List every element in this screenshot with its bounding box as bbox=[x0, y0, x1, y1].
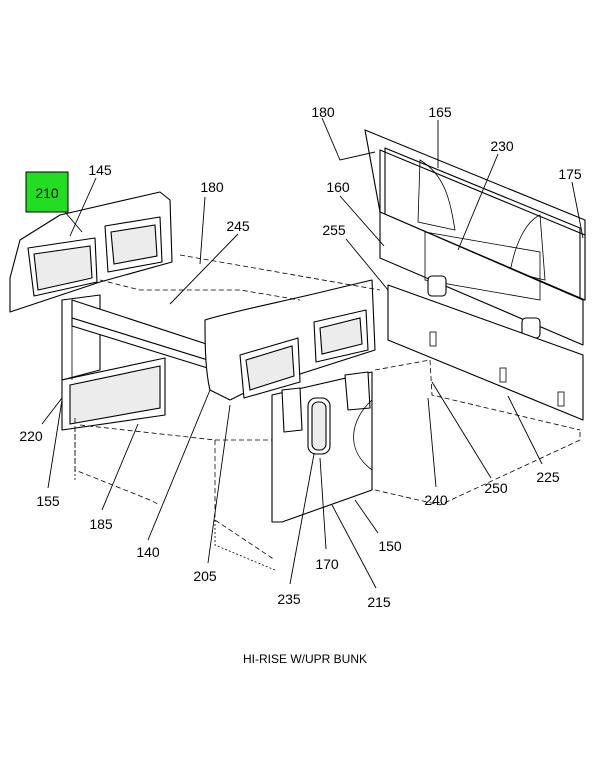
center-panel bbox=[204, 279, 376, 401]
left-side-panel bbox=[9, 191, 173, 313]
leader-lines bbox=[41, 117, 584, 589]
callout-240[interactable]: 240 bbox=[424, 492, 448, 508]
diagram-caption: HI-RISE W/UPR BUNK bbox=[242, 652, 367, 666]
callout-220[interactable]: 220 bbox=[19, 428, 43, 444]
callout-175[interactable]: 175 bbox=[558, 166, 582, 182]
callout-160[interactable]: 160 bbox=[326, 179, 350, 195]
callout-250[interactable]: 250 bbox=[484, 480, 508, 496]
callout-185[interactable]: 185 bbox=[89, 516, 113, 532]
callout-235[interactable]: 235 bbox=[277, 591, 301, 607]
callout-145[interactable]: 145 bbox=[88, 162, 112, 178]
callout-labels: 210 145 180 245 180 165 230 160 175 255 … bbox=[19, 104, 582, 610]
callout-225[interactable]: 225 bbox=[536, 469, 560, 485]
callout-140[interactable]: 140 bbox=[136, 544, 160, 560]
callout-245[interactable]: 245 bbox=[226, 218, 250, 234]
phantom-lines bbox=[74, 254, 581, 571]
lower-center-panel bbox=[271, 371, 373, 523]
callout-205[interactable]: 205 bbox=[193, 568, 217, 584]
callout-215[interactable]: 215 bbox=[367, 594, 391, 610]
callout-210[interactable]: 210 bbox=[35, 185, 59, 201]
callout-165[interactable]: 165 bbox=[428, 104, 452, 120]
callout-180-top[interactable]: 180 bbox=[311, 104, 335, 120]
callout-170[interactable]: 170 bbox=[315, 556, 339, 572]
callout-255[interactable]: 255 bbox=[322, 222, 346, 238]
highlight-box bbox=[25, 171, 69, 213]
callout-155[interactable]: 155 bbox=[36, 493, 60, 509]
rear-wall-panel bbox=[364, 129, 586, 421]
callout-150[interactable]: 150 bbox=[378, 538, 402, 554]
callout-180-left[interactable]: 180 bbox=[200, 179, 224, 195]
callout-230[interactable]: 230 bbox=[490, 138, 514, 154]
